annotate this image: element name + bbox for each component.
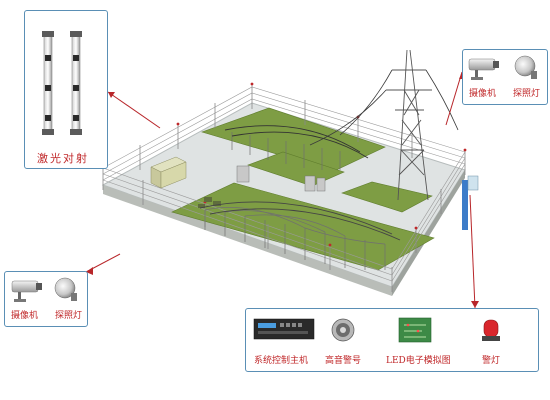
laser-column-right <box>462 175 479 230</box>
switchgear-upper <box>231 132 341 170</box>
callout-connectors <box>85 71 476 309</box>
floodlight-label-top: 探照灯 <box>513 89 541 99</box>
floodlight-icon <box>54 277 77 301</box>
control-host-icon <box>253 318 315 340</box>
control-building <box>150 156 187 189</box>
laser-detector-icon <box>42 31 82 135</box>
led-map-label: LED电子模拟图 <box>386 356 451 366</box>
equipment-blocks <box>198 197 221 208</box>
camera-label-left: 摄像机 <box>11 311 39 321</box>
led-map-icon <box>398 317 432 343</box>
grass-fields <box>171 107 435 271</box>
host-label: 系统控制主机 <box>254 356 309 366</box>
busbars-upper <box>224 125 369 159</box>
laser-label: 激光对射 <box>37 152 89 165</box>
siren-icon <box>331 318 355 342</box>
camera-icon <box>468 58 499 80</box>
camera-callout-top: 摄像机 探照灯 <box>462 49 548 105</box>
laser-callout: 激光对射 <box>24 10 108 169</box>
alarm-lamp-icon <box>482 319 500 341</box>
equipment-callout: 系统控制主机 高音警号 LED电子模拟图 警灯 <box>245 308 539 372</box>
transformers <box>236 165 326 192</box>
camera-icon <box>11 280 42 302</box>
floodlight-icon <box>514 55 537 79</box>
overhead-lines <box>309 69 459 146</box>
siren-label: 高音警号 <box>325 356 362 366</box>
alarm-lamp-label: 警灯 <box>482 356 501 366</box>
camera-label-top: 摄像机 <box>469 89 497 99</box>
transmission-tower <box>386 49 432 201</box>
camera-callout-left: 摄像机 探照灯 <box>4 271 88 327</box>
busbars-lower <box>199 201 401 241</box>
switchgear-lower <box>204 207 386 270</box>
floodlight-label-left: 探照灯 <box>55 311 83 321</box>
